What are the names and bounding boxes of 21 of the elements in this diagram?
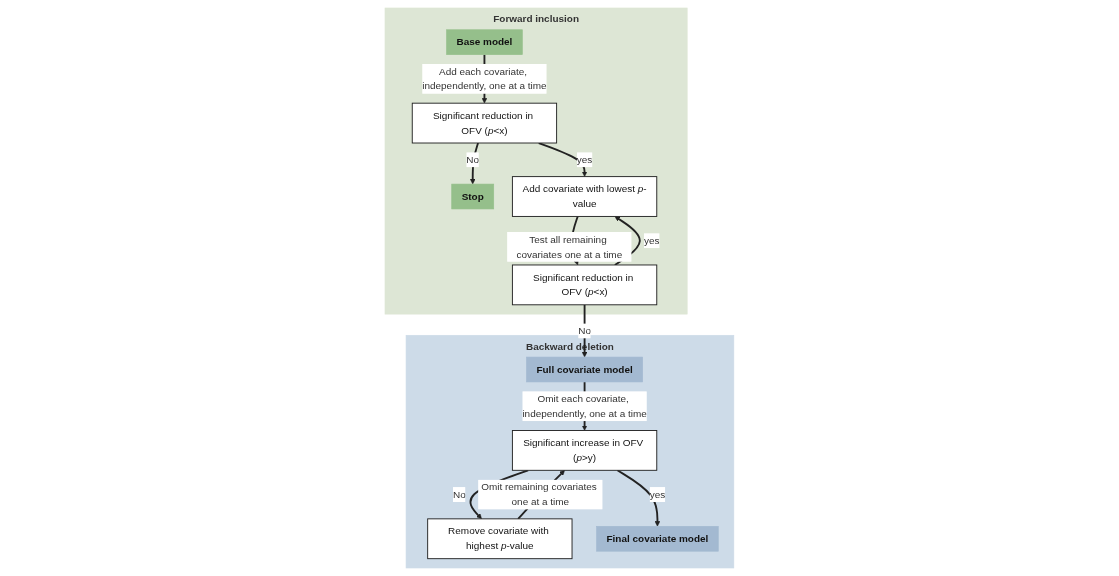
edge-label: Test all remaining covariates one at a time	[516, 233, 623, 260]
edge-label: yes	[649, 488, 666, 500]
edge-label: yes	[644, 235, 660, 246]
edge-label: Omit each covariate, independently, one at a time	[522, 393, 647, 419]
node-box: Significant reduction in OFV (p<x)	[411, 102, 558, 144]
edge-label: Add each covariate, independently, one at a time	[422, 65, 547, 92]
edge-label: No	[466, 154, 480, 165]
arrow	[470, 142, 480, 185]
edge-label: yes	[576, 154, 593, 165]
edge-label: No	[578, 325, 592, 336]
arrow	[616, 469, 661, 527]
node-box: Final covariate model	[596, 526, 719, 552]
node-box: Add covariate with lowest p-value	[512, 176, 658, 217]
node-box: Remove covariate with highest p-value	[427, 518, 573, 560]
node-box: Full covariate model	[526, 356, 644, 383]
node-box: Stop	[451, 183, 495, 210]
edge-label: No	[453, 488, 466, 500]
node-box: Base model	[446, 29, 523, 55]
edge-label: Omit remaining covariates one at a time	[481, 481, 597, 508]
node-box: Significant reduction in OFV (p<x)	[512, 264, 658, 306]
node-box: Significant increase in OFV (p>y)	[512, 430, 658, 471]
